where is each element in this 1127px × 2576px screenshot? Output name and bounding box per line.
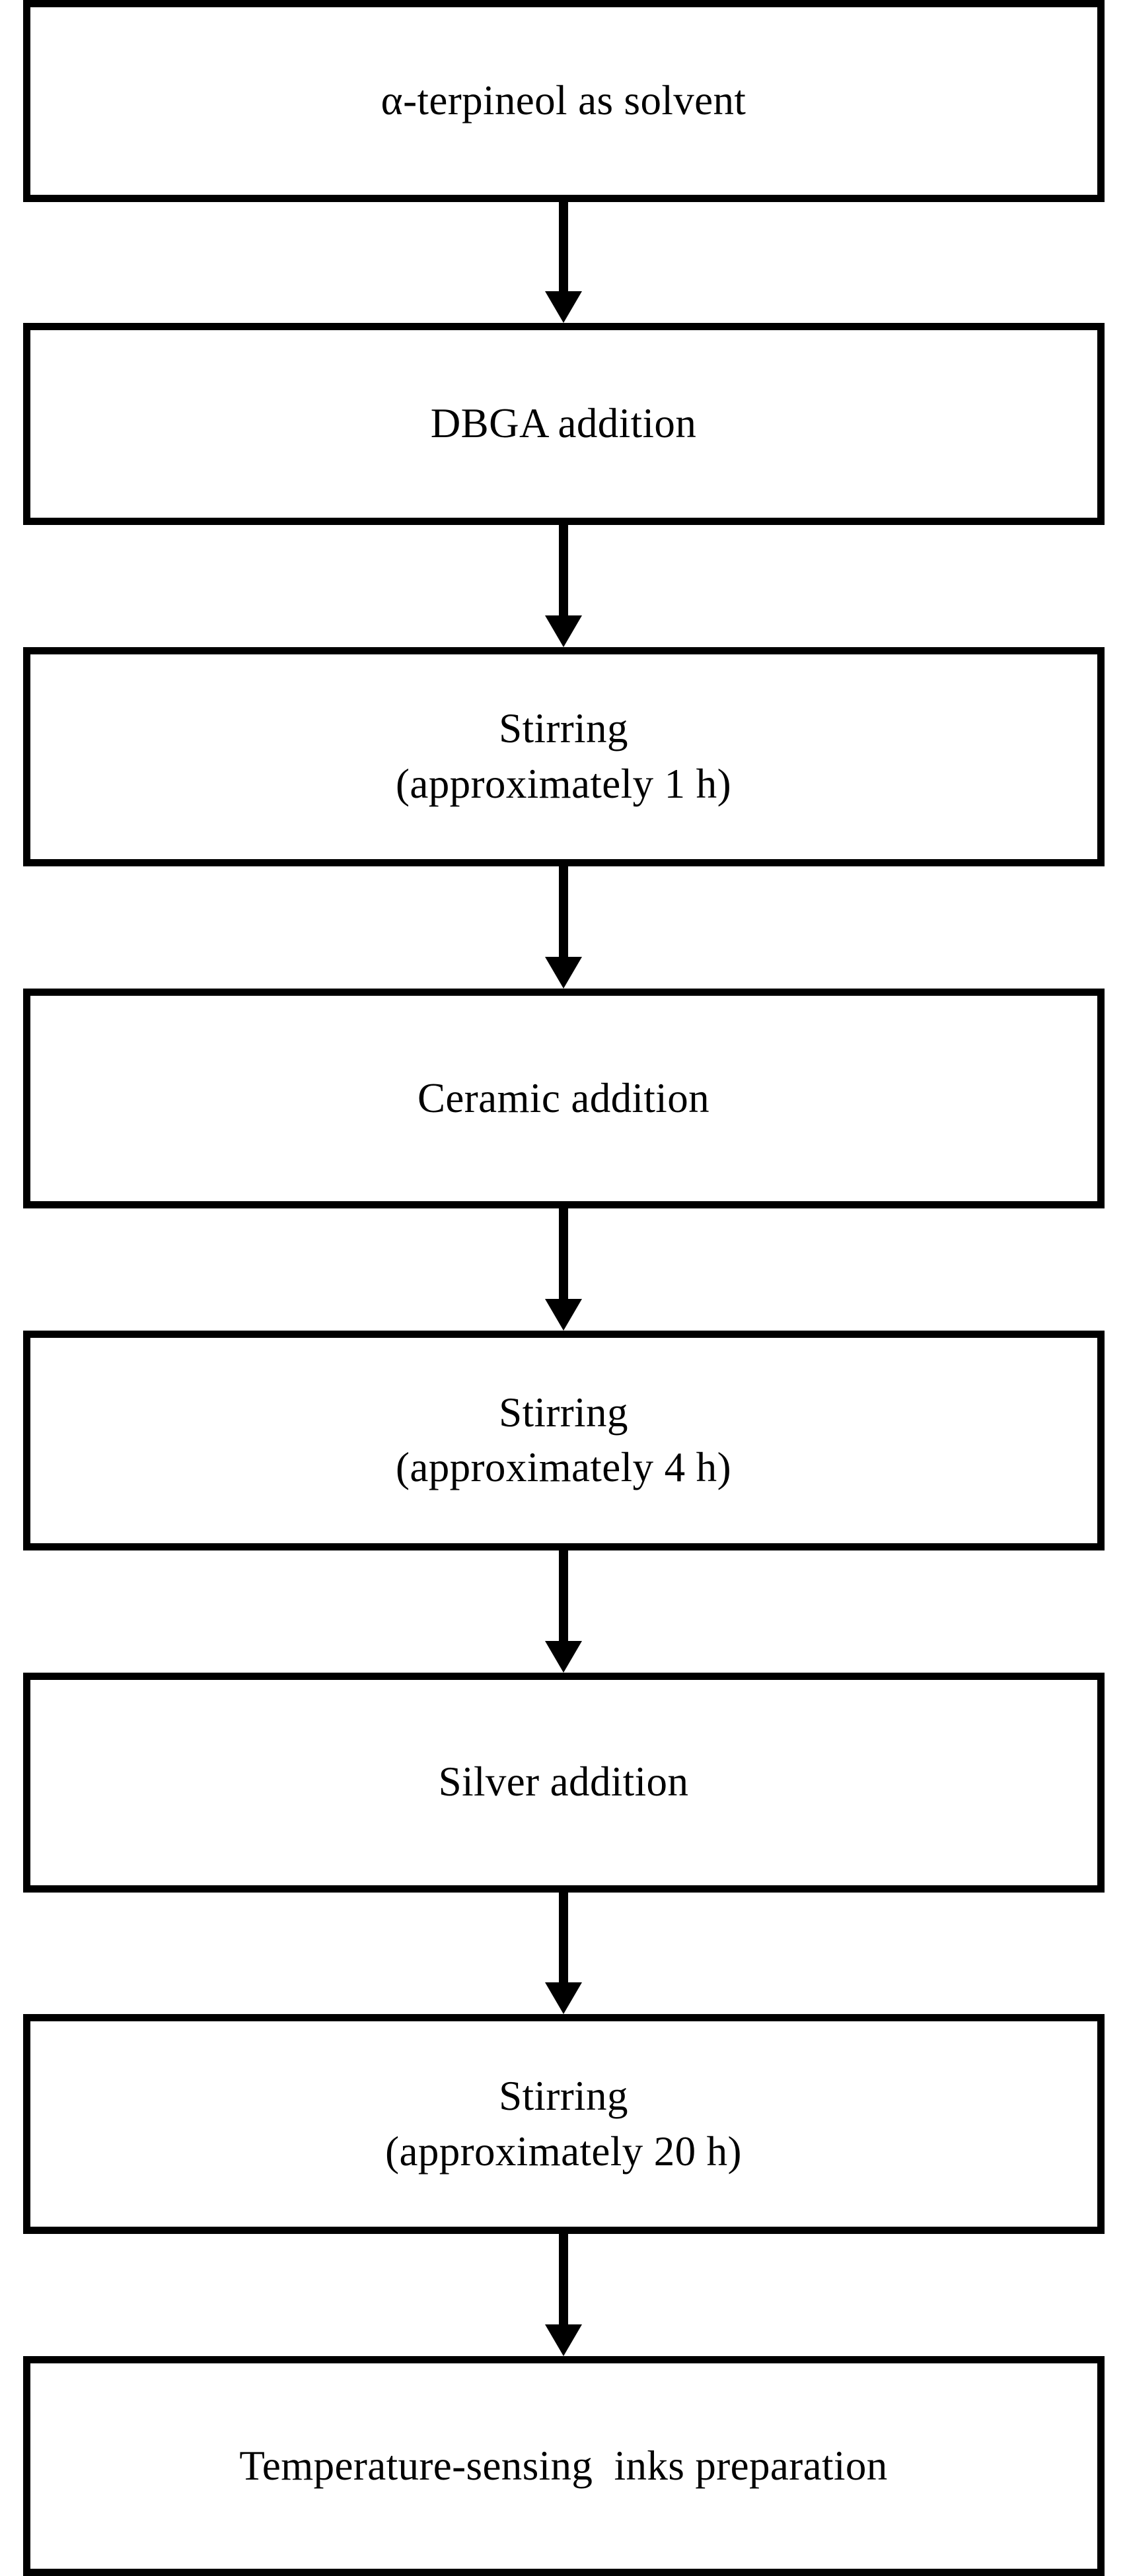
flow-node-solvent: α-terpineol as solvent [22, 0, 1105, 202]
flow-node-label-line1: Stirring [499, 705, 628, 752]
flow-node-label: α-terpineol as solvent [381, 77, 746, 124]
flow-arrow-solvent-to-dbga [540, 201, 587, 323]
arrow-shaft [559, 524, 568, 616]
flow-node-label: DBGA addition [430, 400, 697, 446]
arrow-shaft [559, 866, 568, 958]
flow-node-label-line2: (approximately 4 h) [396, 1444, 731, 1491]
arrow-shaft [559, 1892, 568, 1984]
flow-node-label-line1: Stirring [499, 2073, 628, 2120]
flow-node-dbga: DBGA addition [22, 322, 1105, 525]
flow-node-label-line2: (approximately 1 h) [396, 761, 731, 808]
flow-node-label: Silver addition [438, 1758, 689, 1805]
flow-arrow-stirring-20h-to-inks [540, 2234, 587, 2357]
flow-node-inks: Temperature-sensing inks preparation [22, 2356, 1105, 2576]
flow-node-stirring-4h: Stirring (approximately 4 h) [22, 1331, 1105, 1550]
flow-arrow-silver-to-stirring-20h [540, 1892, 587, 2015]
flow-arrow-dbga-to-stirring-1h [540, 524, 587, 647]
flow-node-ceramic: Ceramic addition [22, 989, 1105, 1209]
flow-node-label: Temperature-sensing inks preparation [239, 2442, 888, 2489]
arrow-shaft [559, 201, 568, 292]
arrow-head-down-icon [545, 291, 582, 323]
arrow-head-down-icon [545, 1640, 582, 1673]
arrow-shaft [559, 1550, 568, 1642]
arrow-shaft [559, 1208, 568, 1300]
arrow-head-down-icon [545, 957, 582, 989]
flow-node-label: Ceramic addition [417, 1074, 710, 1121]
arrow-head-down-icon [545, 1982, 582, 2015]
flow-arrow-ceramic-to-stirring-4h [540, 1208, 587, 1331]
flow-node-label-line2: (approximately 20 h) [385, 2128, 742, 2175]
flow-node-stirring-1h: Stirring (approximately 1 h) [22, 646, 1105, 867]
arrow-head-down-icon [545, 1299, 582, 1331]
flow-arrow-stirring-1h-to-ceramic [540, 866, 587, 989]
flow-node-silver: Silver addition [22, 1672, 1105, 1893]
arrow-head-down-icon [545, 2324, 582, 2357]
arrow-head-down-icon [545, 615, 582, 647]
flow-node-label-line1: Stirring [499, 1389, 628, 1436]
arrow-shaft [559, 2234, 568, 2326]
flow-node-stirring-20h: Stirring (approximately 20 h) [22, 2014, 1105, 2235]
flow-arrow-stirring-4h-to-silver [540, 1550, 587, 1673]
